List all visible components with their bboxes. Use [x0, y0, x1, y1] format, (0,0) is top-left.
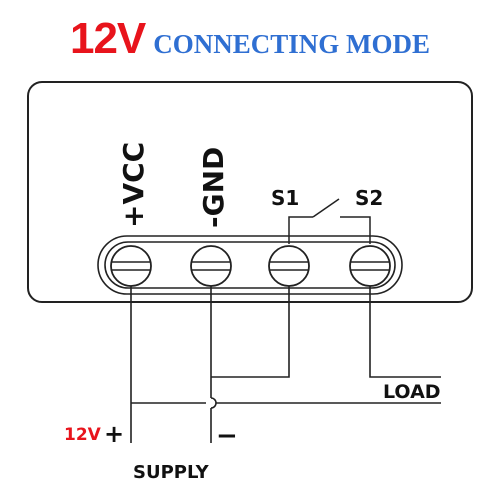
label-vcc: +VCC	[117, 142, 150, 228]
terminal-vcc-screw	[110, 245, 152, 287]
title-mode: CONNECTING MODE	[153, 29, 431, 59]
label-supply-voltage: 12V	[64, 425, 102, 445]
label-s2: S2	[355, 186, 383, 210]
terminal-s1-screw	[268, 245, 310, 287]
wiring	[130, 286, 441, 443]
terminal-strip-outer	[97, 235, 403, 295]
label-s1: S1	[271, 186, 299, 210]
label-load: LOAD	[383, 381, 441, 403]
label-supply: SUPPLY	[133, 462, 210, 483]
terminal-strip-inner	[104, 241, 396, 289]
terminal-gnd-screw	[190, 245, 232, 287]
label-supply-plus: +	[104, 420, 124, 448]
label-gnd: -GND	[197, 147, 230, 228]
label-supply-minus: −	[216, 421, 238, 451]
switch-symbol	[288, 198, 371, 244]
title-voltage: 12V	[69, 14, 146, 63]
terminal-s2-screw	[349, 245, 391, 287]
device-body	[27, 81, 473, 303]
